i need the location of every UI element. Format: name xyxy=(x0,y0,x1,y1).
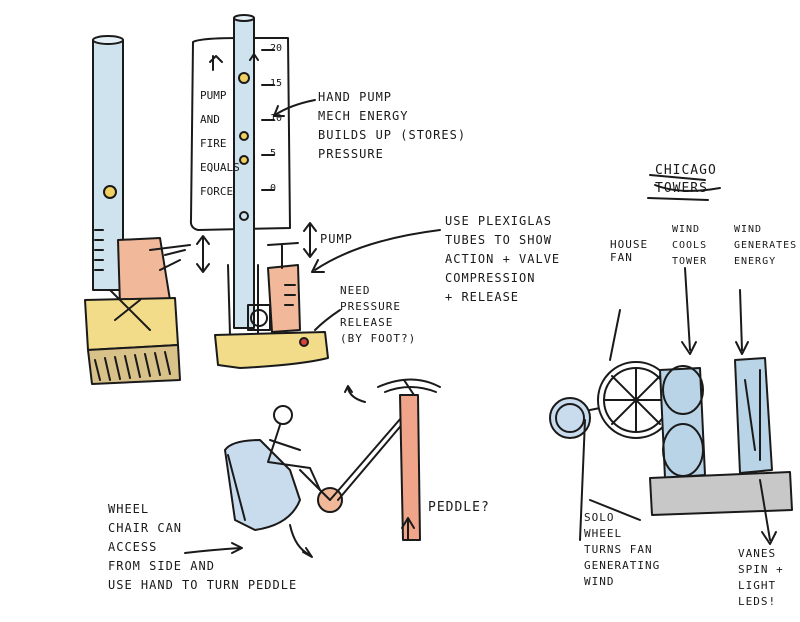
wheelchair-label: WHEEL CHAIR CAN ACCESS FROM SIDE AND USE… xyxy=(108,500,297,595)
hand-pump-label: HAND PUMP MECH ENERGY BUILDS UP (STORES)… xyxy=(318,88,466,164)
left-tube-apparatus xyxy=(85,36,190,384)
wind-cools-label: WIND COOLS TOWER xyxy=(672,222,707,270)
pump-arrow xyxy=(304,223,316,257)
scale-tick-label: 10 xyxy=(270,113,282,124)
updown-arrow xyxy=(197,236,209,272)
vanes-spin-label: VANES SPIN + LIGHT LEDS! xyxy=(738,546,784,610)
house-fan-label: HOUSE FAN xyxy=(610,238,648,264)
plexiglas-label: USE PLEXIGLAS TUBES TO SHOW ACTION + VAL… xyxy=(445,212,560,307)
wind-generates-label: WIND GENERATES ENERGY xyxy=(734,222,797,270)
need-pressure-label: NEED PRESSURE RELEASE (BY FOOT?) xyxy=(340,283,416,347)
pedal-label: PEDDLE? xyxy=(428,500,490,515)
scale-tick-label: 0 xyxy=(270,183,276,194)
sign-text: PUMP AND FIRE EQUALS FORCE xyxy=(200,84,240,204)
scale-tick-label: 15 xyxy=(270,78,282,89)
scale-tick-label: 20 xyxy=(270,43,282,54)
scale-tick-label: 5 xyxy=(270,148,276,159)
solo-wheel-label: SOLO WHEEL TURNS FAN GENERATING WIND xyxy=(584,510,660,590)
pump-label: PUMP xyxy=(320,232,353,247)
indicator-ball xyxy=(104,186,116,198)
chicago-towers-title: CHICAGO TOWERS xyxy=(655,162,717,198)
